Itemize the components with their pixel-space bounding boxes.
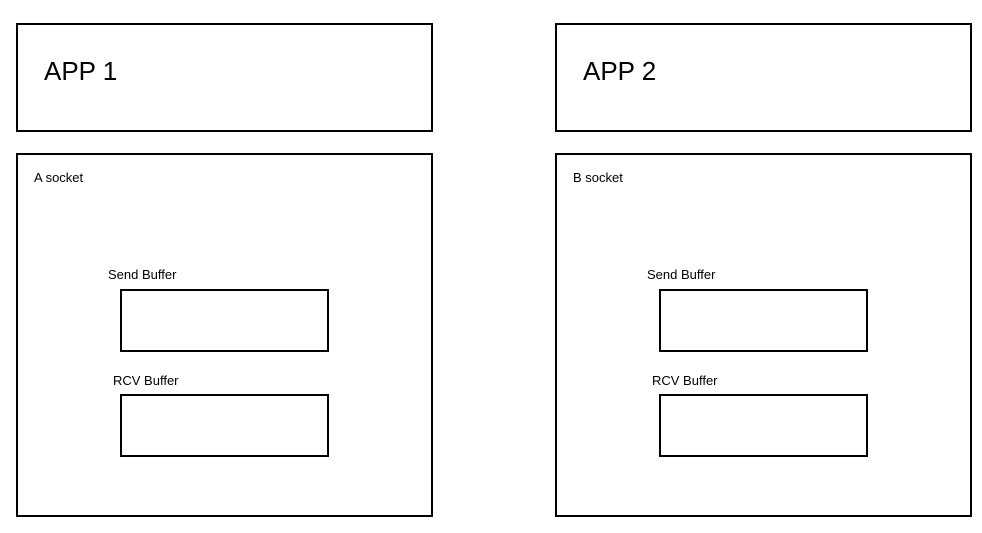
socket-a-send-buffer [120, 289, 329, 352]
socket-a-box: A socket Send Buffer RCV Buffer [16, 153, 433, 517]
socket-b-box: B socket Send Buffer RCV Buffer [555, 153, 972, 517]
socket-a-rcv-buffer-label: RCV Buffer [113, 373, 179, 388]
app-2-title: APP 2 [583, 56, 657, 86]
socket-b-title: B socket [573, 170, 623, 185]
socket-a-rcv-buffer [120, 394, 329, 457]
socket-b-rcv-buffer [659, 394, 868, 457]
socket-b-send-buffer-label: Send Buffer [647, 267, 716, 282]
app-1-box: APP 1 [16, 23, 433, 132]
app-2-box: APP 2 [555, 23, 972, 132]
socket-a-title: A socket [34, 170, 84, 185]
app-1-title: APP 1 [44, 56, 118, 86]
socket-b-send-buffer [659, 289, 868, 352]
socket-b-rcv-buffer-label: RCV Buffer [652, 373, 718, 388]
socket-a-send-buffer-label: Send Buffer [108, 267, 177, 282]
